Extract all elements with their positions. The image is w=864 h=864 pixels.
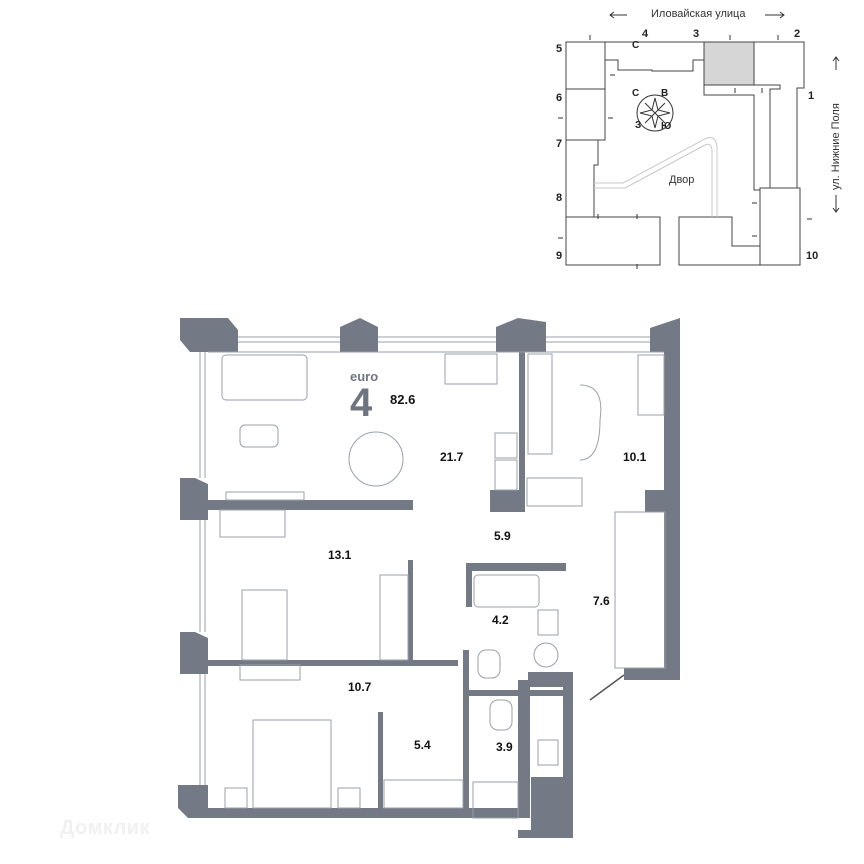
compass-west: З	[635, 120, 642, 131]
room-area-bedroom-sw: 10.7	[348, 680, 372, 694]
room-area-bathroom: 4.2	[492, 613, 509, 627]
section-3: 3	[693, 28, 700, 40]
section-8: 8	[556, 192, 563, 204]
site-plan-drawing	[558, 11, 840, 269]
section-2: 2	[794, 28, 801, 40]
apartment-type-label: euro	[350, 369, 379, 384]
section-5: 5	[556, 43, 563, 55]
room-area-hallway: 5.9	[494, 529, 511, 543]
section-9: 9	[556, 250, 563, 262]
room-count: 4	[350, 381, 373, 425]
top-street-label: Иловайская улица	[651, 8, 746, 20]
courtyard-label: Двор	[669, 174, 695, 186]
compass-south: Ю	[661, 121, 672, 132]
section-6: 6	[556, 92, 563, 104]
compass-north: С	[632, 88, 640, 99]
section-10: 10	[806, 250, 819, 262]
watermark-logo: Домклик	[60, 817, 151, 839]
compass-east: В	[661, 88, 669, 99]
section-7: 7	[556, 138, 563, 150]
room-area-bedroom-ne: 10.1	[623, 450, 647, 464]
section-4: 4	[642, 28, 649, 40]
room-area-shower-room: 3.9	[496, 740, 513, 754]
room-area-bedroom-w: 13.1	[328, 548, 352, 562]
room-area-wardrobe: 5.4	[414, 738, 431, 752]
total-area: 82.6	[390, 392, 416, 407]
room-area-corridor: 7.6	[593, 594, 610, 608]
compass-north: С	[632, 40, 640, 51]
room-area-kitchen-living: 21.7	[440, 450, 464, 464]
section-1: 1	[808, 90, 815, 102]
